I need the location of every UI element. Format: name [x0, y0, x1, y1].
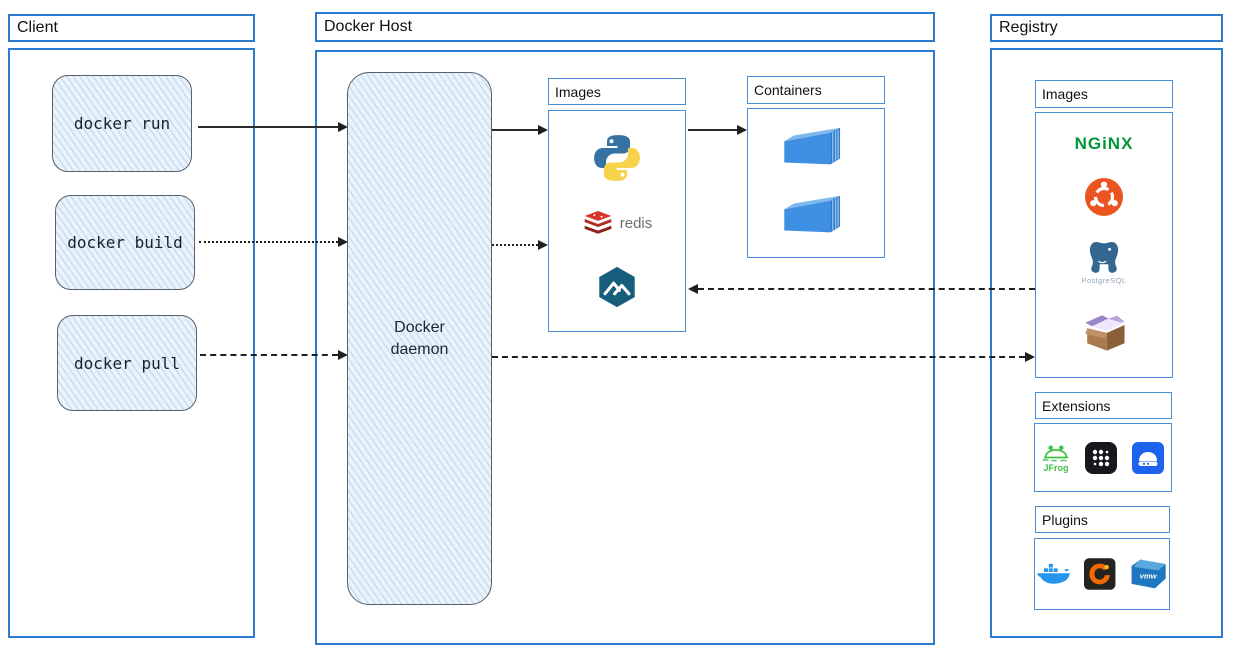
- arrowhead-registry-to-images: [688, 284, 698, 294]
- arrow-pull-to-daemon: [200, 354, 338, 356]
- extensions-label: Extensions: [1042, 397, 1111, 414]
- host-images-label: Images: [555, 83, 601, 100]
- vmware-label: vmw: [1139, 571, 1157, 580]
- registry-title-box: Registry: [990, 14, 1223, 42]
- docker-host-title: Docker Host: [324, 18, 413, 35]
- postgresql-icon: [1088, 241, 1120, 275]
- extensions-box: JFrog: [1034, 423, 1172, 492]
- container-icon: [784, 195, 841, 233]
- redis-image-item: redis: [582, 210, 653, 237]
- docker-host-title-box: Docker Host: [315, 12, 935, 42]
- containers-label-box: Containers: [747, 76, 885, 104]
- docker-run-label: docker run: [73, 114, 171, 133]
- grafana-icon: [1084, 558, 1116, 590]
- server-app-icon: [1132, 441, 1164, 474]
- jfrog-label: JFrog: [1043, 463, 1069, 473]
- nginx-icon: NGiNX: [1074, 134, 1134, 154]
- docker-whale-icon: [1037, 563, 1070, 584]
- registry-images-box: NGiNX PostgreSQL: [1035, 112, 1173, 378]
- registry-title: Registry: [999, 19, 1058, 36]
- arrowhead-daemon-to-images: [538, 125, 548, 135]
- docker-daemon-label: Docker daemon: [390, 318, 449, 358]
- registry-images-label: Images: [1042, 86, 1088, 102]
- arrow-images-to-containers: [688, 129, 737, 131]
- extensions-label-box: Extensions: [1035, 392, 1172, 419]
- docker-pull-node: docker pull: [57, 315, 197, 411]
- arrowhead-daemon-to-images-build: [538, 240, 548, 250]
- arrow-run-to-daemon: [198, 126, 338, 128]
- jfrog-extension-item: JFrog: [1041, 442, 1071, 473]
- host-images-label-box: Images: [548, 78, 686, 105]
- container-icon: [784, 127, 841, 165]
- arrow-registry-to-images: [698, 288, 1035, 290]
- client-title: Client: [17, 19, 58, 36]
- vmware-icon: vmw: [1131, 559, 1166, 589]
- arrow-daemon-to-images: [492, 129, 538, 131]
- arrow-daemon-to-images-build: [492, 244, 538, 246]
- redis-label: redis: [619, 215, 653, 233]
- arrowhead-pull-to-daemon: [338, 350, 348, 360]
- arrowhead-images-to-containers: [737, 125, 747, 135]
- docker-build-node: docker build: [55, 195, 195, 290]
- registry-images-label-box: Images: [1035, 80, 1173, 108]
- postgresql-label: PostgreSQL: [1081, 276, 1127, 286]
- postgresql-image-item: PostgreSQL: [1082, 239, 1127, 285]
- docker-pull-label: docker pull: [74, 353, 180, 373]
- docker-daemon-node: Docker daemon: [347, 72, 492, 605]
- busybox-icon: [1085, 314, 1125, 351]
- alpine-icon: [599, 266, 635, 307]
- ubuntu-icon: [1085, 177, 1123, 216]
- containers-label: Containers: [754, 82, 822, 98]
- redis-icon: [584, 211, 612, 235]
- plugins-label-box: Plugins: [1035, 506, 1170, 533]
- docker-build-label: docker build: [67, 233, 183, 252]
- containers-box: [747, 108, 885, 258]
- arrow-daemon-to-registry: [492, 356, 1025, 358]
- plugins-box: vmw: [1034, 538, 1170, 610]
- host-images-box: redis: [548, 110, 686, 332]
- arrow-build-to-daemon: [199, 241, 338, 243]
- grid-app-icon: [1085, 441, 1117, 474]
- docker-run-node: docker run: [52, 75, 192, 172]
- arrowhead-daemon-to-registry: [1025, 352, 1035, 362]
- arrowhead-run-to-daemon: [338, 122, 348, 132]
- python-icon: [594, 135, 640, 182]
- plugins-label: Plugins: [1042, 511, 1088, 528]
- client-title-box: Client: [8, 14, 255, 42]
- arrowhead-build-to-daemon: [338, 237, 348, 247]
- jfrog-icon: [1042, 445, 1068, 462]
